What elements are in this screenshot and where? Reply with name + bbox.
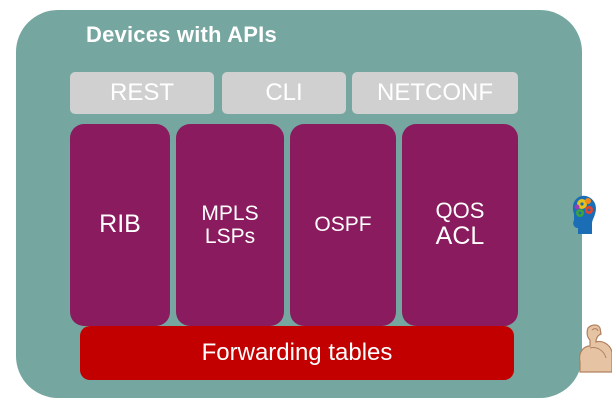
api-tab-netconf: NETCONF <box>352 72 518 114</box>
brain-gears-icon <box>572 195 596 234</box>
module-qos-acl: QOS ACL <box>402 124 518 326</box>
forwarding-tables-bar: Forwarding tables <box>80 326 514 380</box>
api-tab-rest: REST <box>70 72 214 114</box>
module-qos-label: QOS <box>435 198 485 224</box>
module-rib-label: RIB <box>99 210 141 239</box>
module-rib: RIB <box>70 124 170 326</box>
api-tab-cli: CLI <box>222 72 346 114</box>
module-lsps-label: LSPs <box>204 225 256 248</box>
module-mpls-label: MPLS <box>201 201 259 225</box>
module-ospf-label: OSPF <box>314 213 372 237</box>
flexed-arm-icon <box>579 324 612 373</box>
module-acl-label: ACL <box>435 222 485 251</box>
panel-title: Devices with APIs <box>86 22 277 47</box>
module-mpls-lsps: MPLS LSPs <box>176 124 284 326</box>
module-ospf: OSPF <box>290 124 396 326</box>
